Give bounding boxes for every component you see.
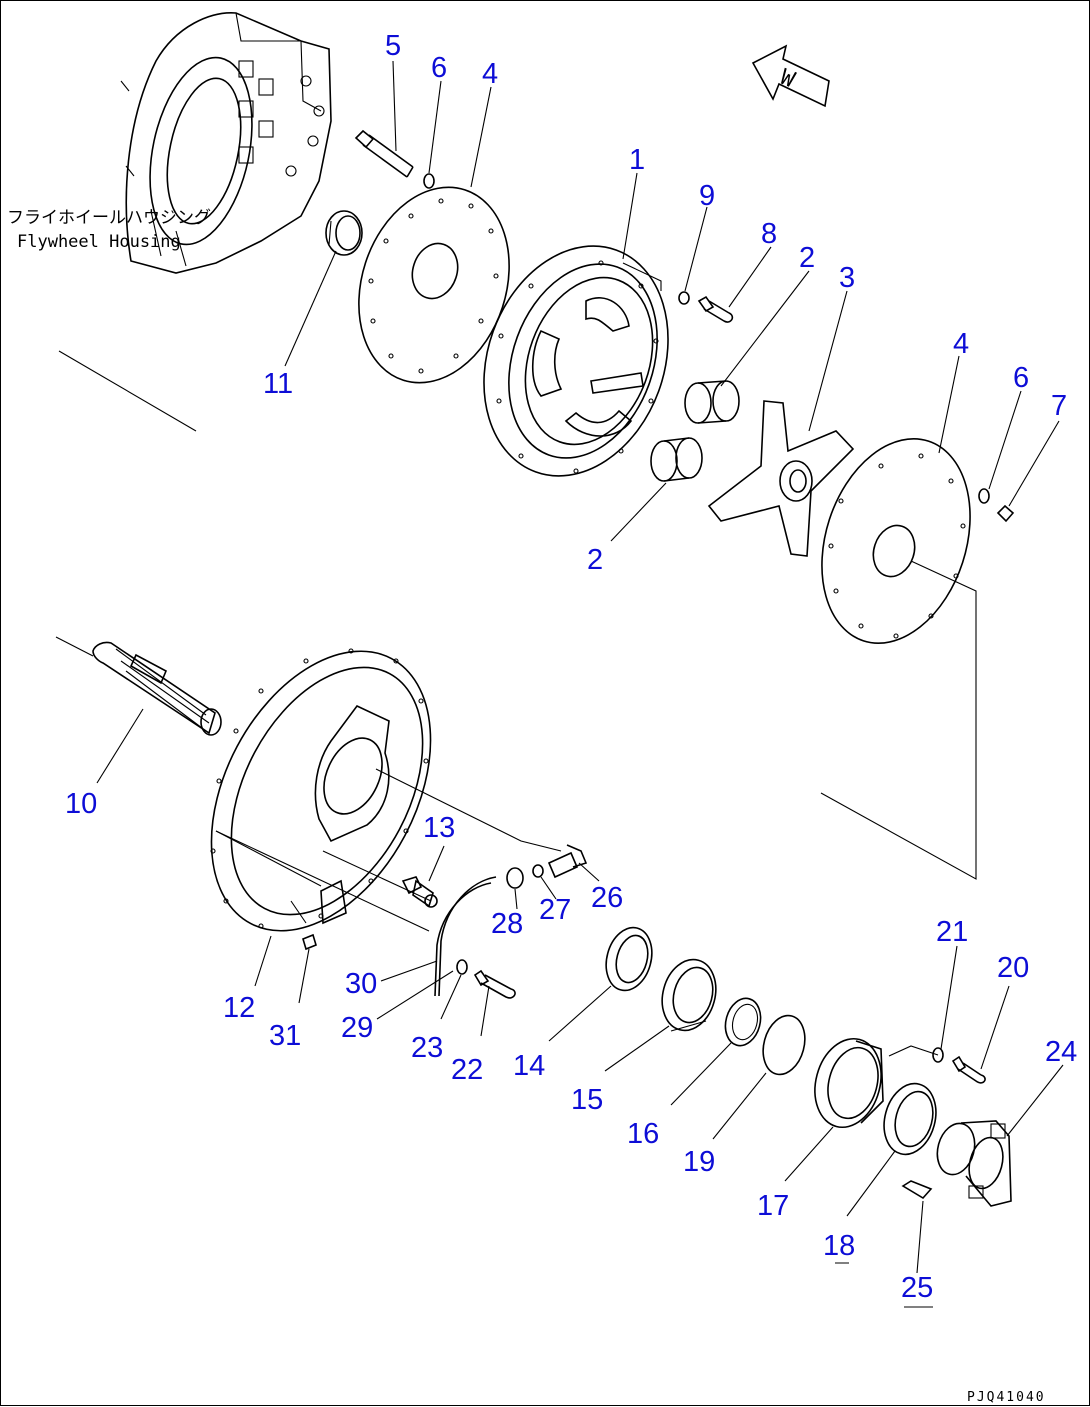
block-part-2-lower bbox=[650, 437, 703, 482]
fitting-part-13 bbox=[401, 876, 438, 908]
washer-part-27 bbox=[532, 864, 544, 878]
callout-19: 19 bbox=[683, 1146, 715, 1178]
o-ring-part-19 bbox=[762, 1014, 806, 1076]
callout-3: 3 bbox=[839, 262, 855, 294]
seal-part-18 bbox=[883, 1082, 937, 1156]
seal-part-14 bbox=[605, 926, 653, 992]
bolt-part-22 bbox=[473, 969, 516, 999]
callout-16: 16 bbox=[627, 1118, 659, 1150]
callout-22: 22 bbox=[451, 1054, 483, 1086]
yoke-part-24 bbox=[936, 1120, 1012, 1207]
washer-part-6-lower bbox=[978, 488, 990, 504]
spline-shaft-part-10 bbox=[55, 636, 222, 736]
tube-part-30 bbox=[438, 876, 497, 997]
nut-part-7 bbox=[996, 504, 1015, 523]
bolt-part-8 bbox=[697, 295, 734, 323]
washer-part-23 bbox=[456, 959, 468, 975]
callout-27: 27 bbox=[539, 894, 571, 926]
flange-housing-part-12 bbox=[210, 648, 432, 932]
elbow-part-26 bbox=[547, 844, 588, 879]
washer-part-9 bbox=[678, 291, 690, 305]
callout-25: 25 bbox=[901, 1272, 933, 1304]
callout-18: 18 bbox=[823, 1230, 855, 1262]
callout-29: 29 bbox=[341, 1012, 373, 1044]
callout-5: 5 bbox=[385, 30, 401, 62]
callout-31: 31 bbox=[269, 1020, 301, 1052]
callout-8: 8 bbox=[761, 218, 777, 250]
housing-label-jp: フライホイールハウジング bbox=[7, 208, 211, 228]
callout-17: 17 bbox=[757, 1190, 789, 1222]
bolt-part-5 bbox=[354, 129, 414, 178]
callout-4-lower: 4 bbox=[953, 328, 969, 360]
flywheel-housing bbox=[120, 12, 332, 274]
drawing-number: PJQ41040 bbox=[967, 1390, 1046, 1405]
callout-26: 26 bbox=[591, 882, 623, 914]
washer-part-6-upper bbox=[423, 173, 435, 189]
callout-2-top: 2 bbox=[799, 242, 815, 274]
callout-20: 20 bbox=[997, 952, 1029, 984]
callout-6-lower: 6 bbox=[1013, 362, 1029, 394]
callout-6-upper: 6 bbox=[431, 52, 447, 84]
callout-12: 12 bbox=[223, 992, 255, 1024]
star-element-part-3 bbox=[707, 400, 855, 557]
leader-lines bbox=[58, 60, 1064, 1308]
callout-2-bottom: 2 bbox=[587, 544, 603, 576]
callout-7: 7 bbox=[1051, 390, 1067, 422]
callout-30: 30 bbox=[345, 968, 377, 1000]
callout-9: 9 bbox=[699, 180, 715, 212]
callout-1: 1 bbox=[629, 144, 645, 176]
cover-part-17 bbox=[814, 1037, 884, 1129]
callout-10: 10 bbox=[65, 788, 97, 820]
plate-part-4-upper bbox=[358, 186, 510, 384]
callout-labels: 5 6 4 1 9 8 2 3 4 6 7 11 2 10 13 26 27 2… bbox=[65, 30, 1077, 1304]
plate-part-4-lower bbox=[821, 438, 971, 644]
seal-part-11 bbox=[325, 210, 363, 256]
callout-23: 23 bbox=[411, 1032, 443, 1064]
callout-15: 15 bbox=[571, 1084, 603, 1116]
callout-11: 11 bbox=[263, 368, 293, 400]
view-marker-label: W bbox=[776, 65, 798, 93]
snap-ring-part-16 bbox=[724, 997, 762, 1047]
callout-28: 28 bbox=[491, 908, 523, 940]
housing-label-en: Flywheel Housing bbox=[17, 232, 181, 252]
callout-4-upper: 4 bbox=[482, 58, 498, 90]
block-part-2-upper bbox=[684, 380, 740, 424]
coupling-part-1 bbox=[483, 245, 669, 477]
callout-13: 13 bbox=[423, 812, 455, 844]
view-direction-arrow: W bbox=[751, 44, 830, 108]
bearing-part-15 bbox=[661, 958, 717, 1032]
washer-part-21 bbox=[932, 1047, 944, 1063]
plug-part-31 bbox=[302, 933, 317, 951]
bolt-part-20 bbox=[951, 1055, 986, 1084]
callout-24: 24 bbox=[1045, 1036, 1077, 1068]
nut-part-28 bbox=[506, 867, 524, 889]
callout-14: 14 bbox=[513, 1050, 545, 1082]
grease-fitting-part-25 bbox=[901, 1180, 933, 1200]
callout-21: 21 bbox=[936, 916, 968, 948]
tube-part-30-inner bbox=[434, 882, 492, 997]
